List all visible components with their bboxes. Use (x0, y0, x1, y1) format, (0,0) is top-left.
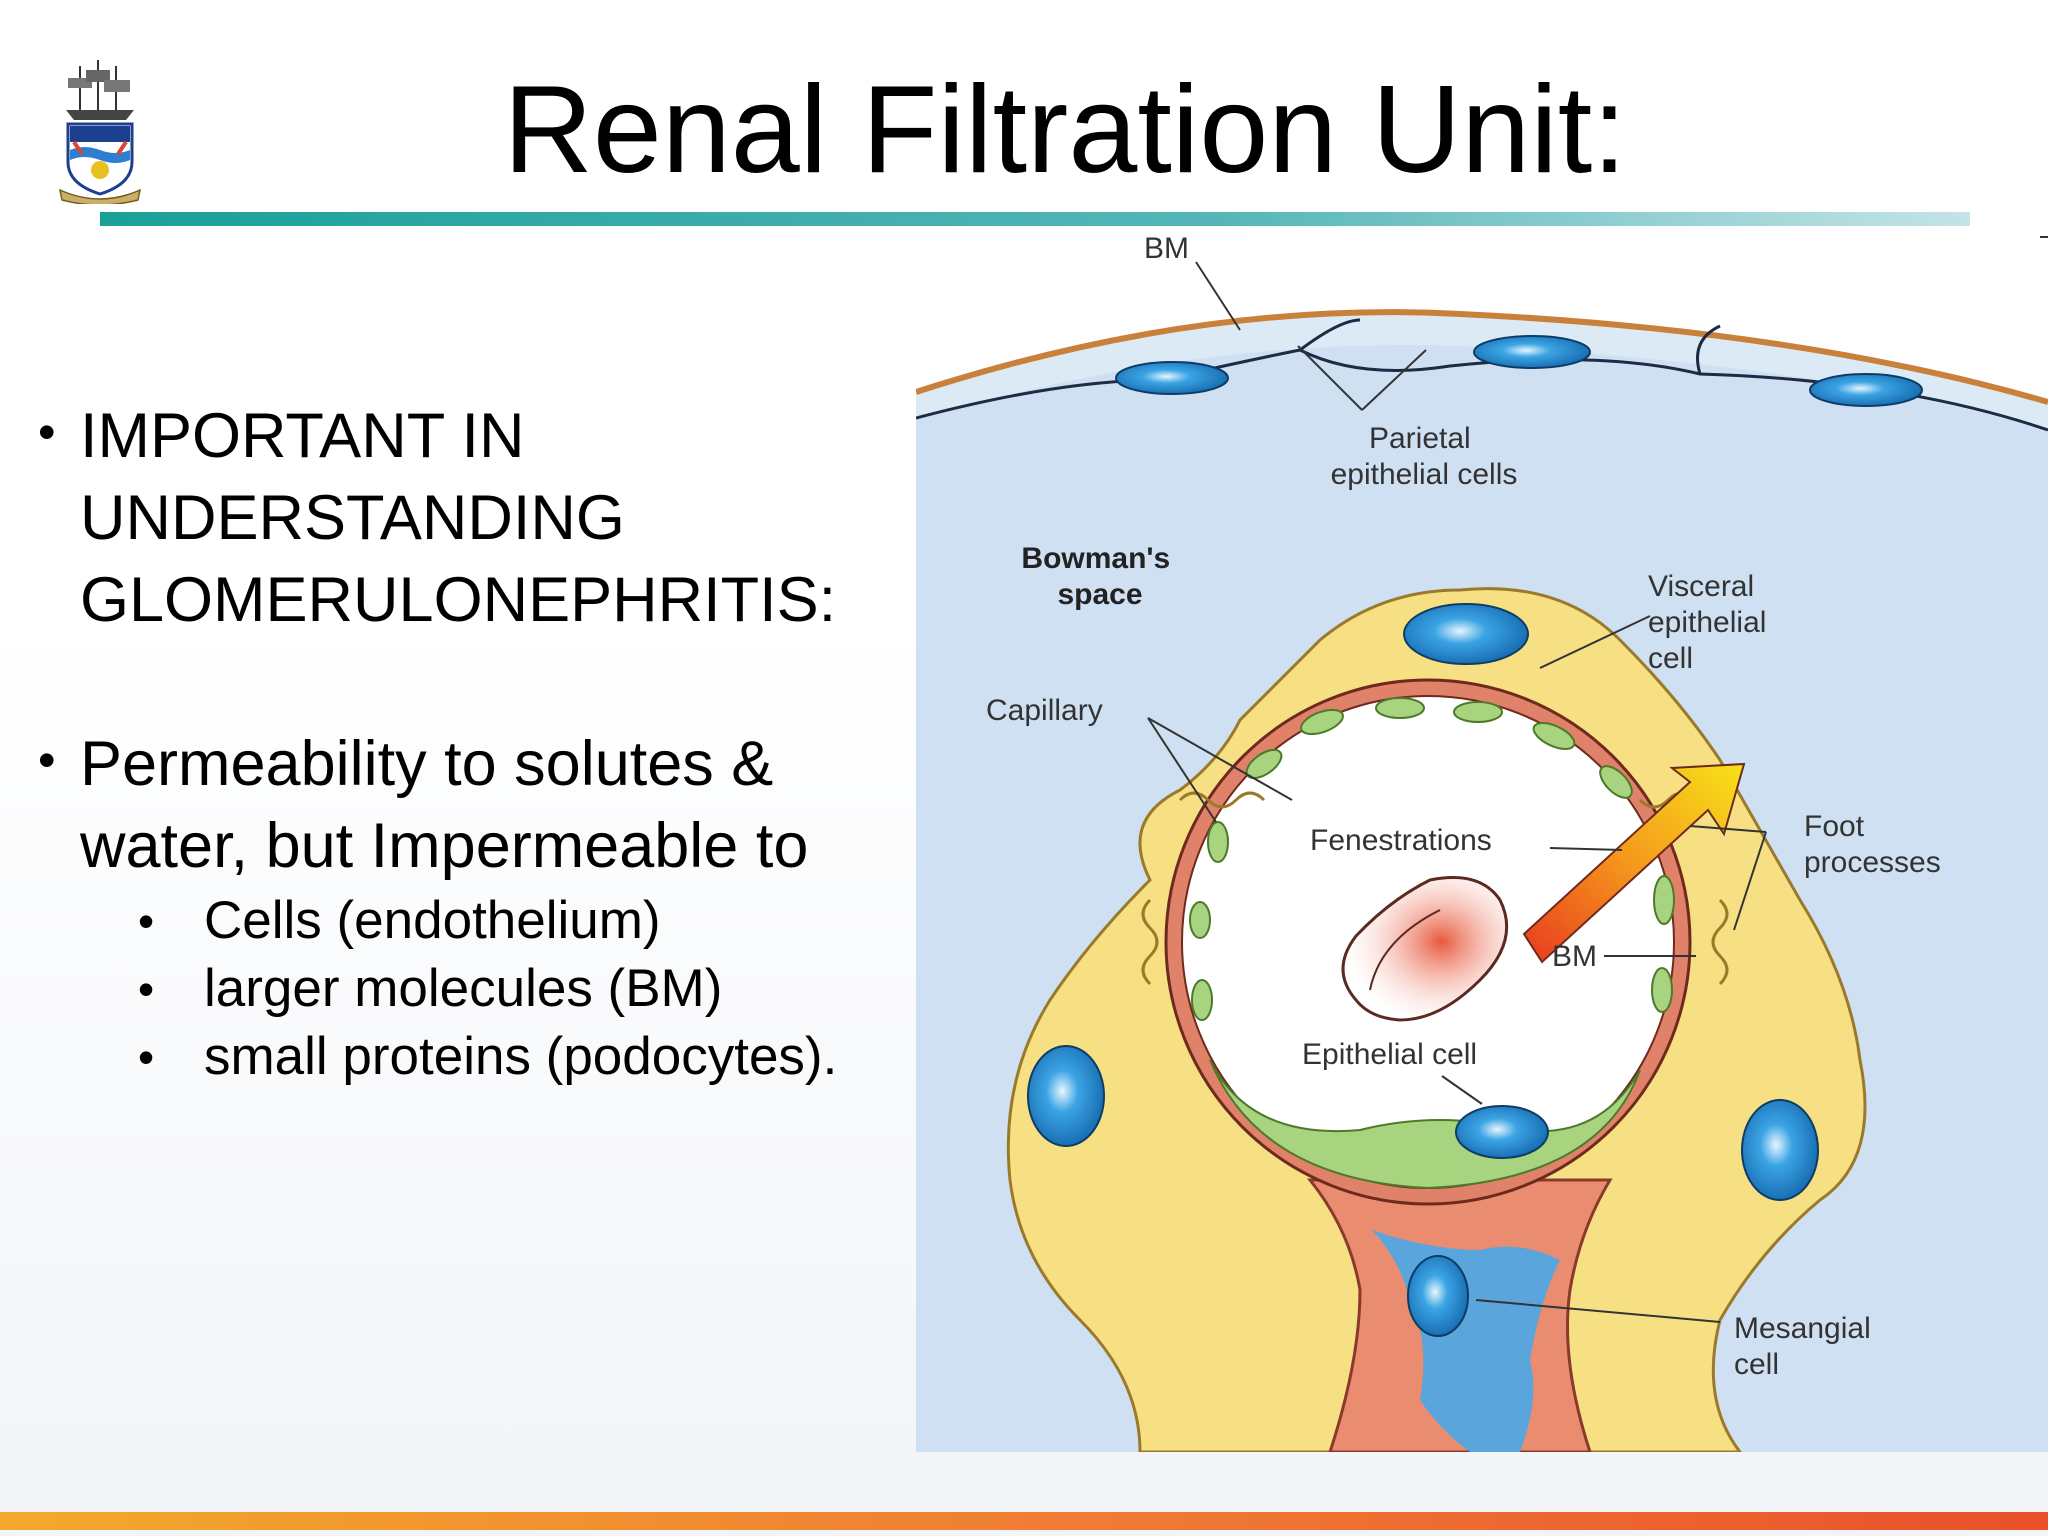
university-crest-icon (58, 60, 142, 204)
sub-bullet-item: Cells (endothelium) (38, 887, 918, 955)
sub-bullet-list: Cells (endothelium) larger molecules (BM… (38, 887, 918, 1091)
filtration-arrow (1522, 762, 1746, 964)
footer-rule (0, 1512, 2048, 1530)
red-blood-cell (1341, 876, 1509, 1022)
parietal-nucleus (1115, 361, 1229, 395)
parietal-nucleus (1473, 335, 1591, 369)
label-epithelial-cell: Epithelial cell (1302, 1038, 1477, 1071)
visceral-nucleus (1741, 1099, 1819, 1201)
label-mesangial-cell: Mesangial cell (1734, 1312, 1879, 1381)
parietal-bm-line (916, 309, 2048, 405)
label-parietal: Parietal epithelial cells (1331, 422, 1518, 491)
glomerulus-diagram: BM Parietal epithelial cells Bowman's sp… (916, 236, 2048, 1452)
sub-bullet-item: larger molecules (BM) (38, 955, 918, 1023)
label-fenestrations: Fenestrations (1310, 824, 1492, 857)
endothelial-nucleus (1455, 1105, 1549, 1159)
slide-title: Renal Filtration Unit: (503, 61, 1627, 199)
edge-tick (2040, 236, 2048, 238)
sub-bullet-item: small proteins (podocytes). (38, 1023, 918, 1091)
endothelial-fenestrations (1189, 697, 1675, 1021)
bullet-list: IMPORTANT IN UNDERSTANDING GLOMERULONEPH… (38, 391, 918, 1091)
bullet-item: IMPORTANT IN UNDERSTANDING GLOMERULONEPH… (38, 391, 918, 641)
label-bm-top: BM (1144, 236, 1189, 265)
endothelium-base (1209, 1059, 1641, 1190)
parietal-nucleus (1809, 373, 1923, 407)
label-bm-inner: BM (1552, 940, 1597, 973)
label-bowman-space: Bowman's space (1021, 542, 1178, 611)
label-foot-processes: Foot processes (1804, 810, 1941, 879)
label-visceral: Visceral epithelial cell (1648, 570, 1775, 675)
leader-lines (1147, 261, 1767, 1323)
mesangial-nucleus (1407, 1255, 1469, 1337)
bullet-item: Permeability to solutes & water, but Imp… (38, 719, 918, 887)
label-capillary: Capillary (986, 694, 1103, 727)
parietal-layer (916, 312, 2048, 430)
title-underline (100, 212, 1970, 226)
visceral-nucleus (1403, 603, 1529, 665)
visceral-nucleus (1027, 1045, 1105, 1147)
